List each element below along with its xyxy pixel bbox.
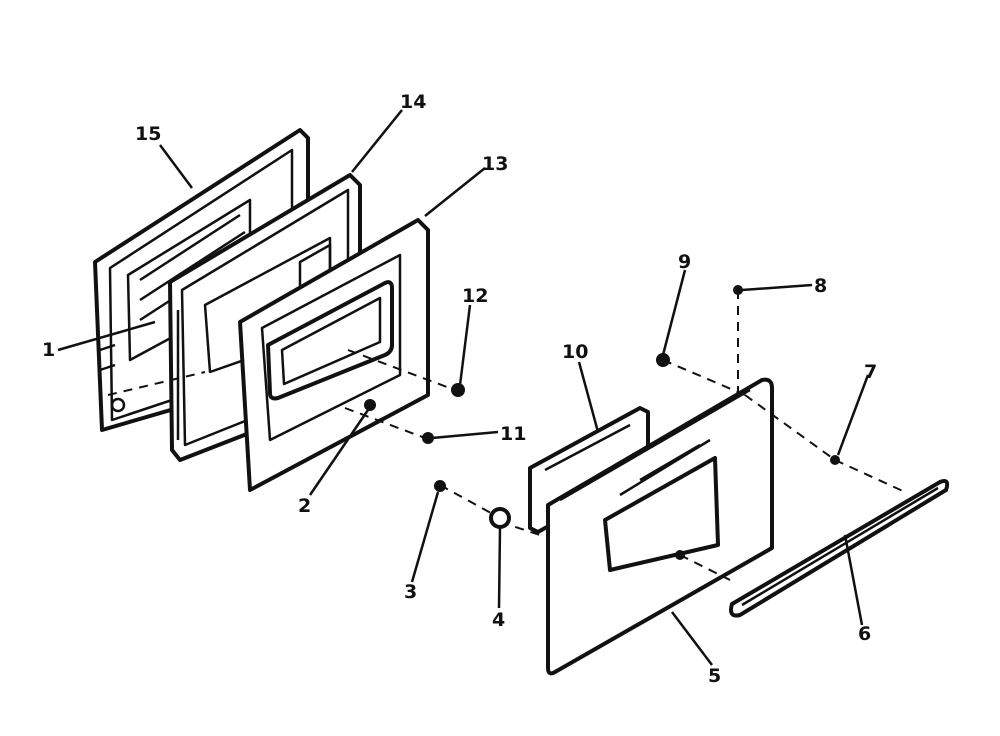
callout-2: 2 — [298, 495, 311, 517]
screw-11 — [422, 432, 434, 444]
fasteners — [364, 285, 840, 560]
callout-12: 12 — [462, 285, 488, 307]
callout-10: 10 — [562, 341, 588, 363]
callout-4: 4 — [492, 609, 505, 631]
callout-1: 1 — [42, 339, 55, 361]
screw-7 — [830, 455, 840, 465]
screw-9 — [656, 353, 670, 367]
callout-9: 9 — [678, 251, 691, 273]
screw-2 — [364, 399, 376, 411]
screw-3 — [434, 480, 446, 492]
part-13-inner-frame — [238, 218, 430, 492]
nut-4 — [489, 507, 511, 529]
screw-8 — [733, 285, 743, 295]
leader-lines — [57, 109, 870, 666]
callout-labels: 15 14 13 1 12 11 2 3 4 10 9 8 7 6 5 — [42, 91, 877, 687]
callout-7: 7 — [864, 361, 877, 383]
callout-3: 3 — [404, 581, 417, 603]
callout-8: 8 — [814, 275, 827, 297]
part-5-outer-door — [546, 377, 774, 676]
callout-13: 13 — [482, 153, 508, 175]
callout-11: 11 — [500, 423, 526, 445]
callout-15: 15 — [135, 123, 161, 145]
screw-12 — [451, 383, 465, 397]
callout-6: 6 — [858, 623, 871, 645]
callout-14: 14 — [400, 91, 426, 113]
screw-5 — [675, 550, 685, 560]
part-6-handle — [729, 479, 950, 618]
callout-5: 5 — [708, 665, 721, 687]
